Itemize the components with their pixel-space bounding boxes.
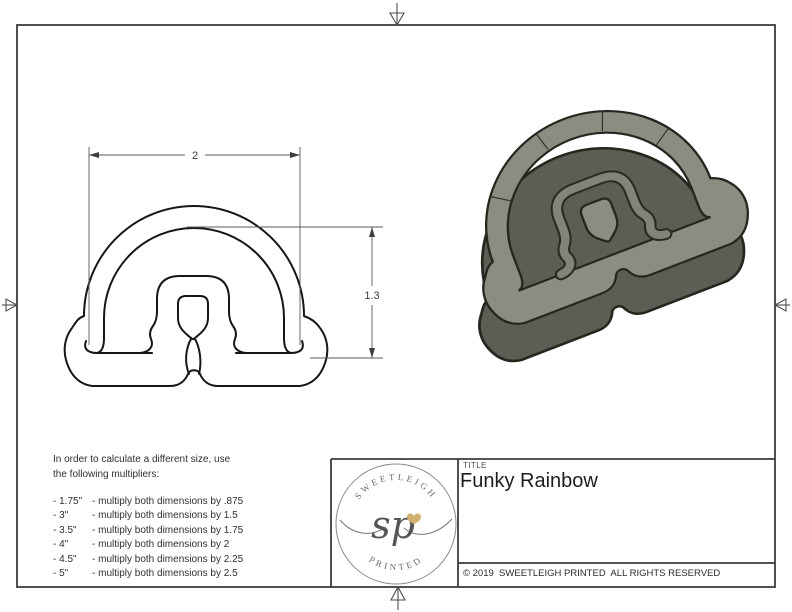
size-instructions: In order to calculate a different size, …	[53, 453, 343, 581]
multiplier-row: - 1.75"- multiply both dimensions by .87…	[53, 496, 244, 507]
cutter-profile-drawing	[63, 205, 329, 387]
multiplier-row: - 5"- multiply both dimensions by 2.5	[53, 568, 238, 580]
page-title: Funky Rainbow	[460, 470, 598, 492]
cutter-3d-render	[429, 67, 760, 372]
center-mark-bottom	[390, 585, 406, 610]
sheet-border	[16, 24, 776, 588]
center-mark-top	[389, 3, 405, 27]
center-mark-right	[773, 298, 790, 312]
dimension-height: 1.3	[187, 226, 383, 359]
dim-width-label: 2	[192, 150, 198, 162]
sweetleigh-logo: SWEETLEIGH PRINTED sp	[335, 463, 457, 585]
logo-monogram: sp	[371, 503, 415, 547]
multiplier-row: - 3.5"- multiply both dimensions by 1.75	[53, 524, 244, 536]
center-mark-left	[2, 298, 19, 312]
dim-height-label: 1.3	[364, 290, 379, 302]
instructions-intro-line1: In order to calculate a different size, …	[53, 454, 231, 465]
multiplier-row: - 4"- multiply both dimensions by 2	[53, 539, 230, 551]
instructions-intro-line2: the following multipliers:	[53, 468, 160, 480]
copyright-text: © 2019 SWEETLEIGH PRINTED ALL RIGHTS RES…	[463, 568, 721, 579]
dimension-width: 2	[88, 147, 301, 345]
multiplier-row: - 4.5"- multiply both dimensions by 2.25	[53, 553, 244, 565]
title-field-label: TITLE	[463, 461, 487, 470]
heart-accent-icon	[407, 513, 421, 524]
multiplier-row: - 3"- multiply both dimensions by 1.5	[53, 510, 238, 522]
title-block-frame	[330, 458, 775, 587]
